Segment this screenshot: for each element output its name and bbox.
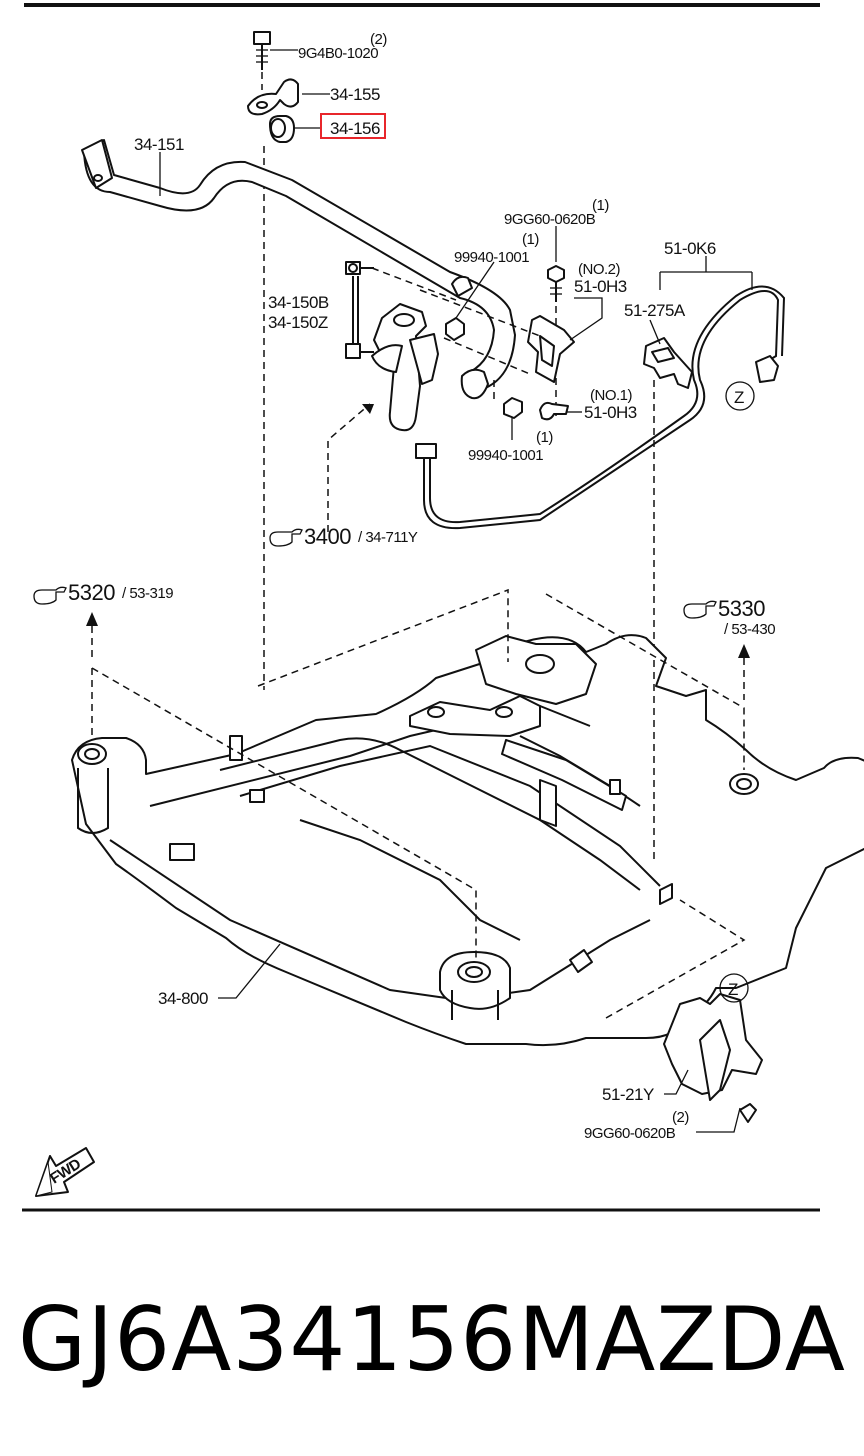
fwd-arrow-icon [35, 1147, 95, 1197]
label-bolt-qty: (2) [370, 31, 387, 48]
nut-bottom [503, 397, 523, 419]
label-bolt3-qty: (2) [672, 1109, 689, 1126]
label-crossmember: 34-800 [158, 989, 208, 1008]
highlight-box [320, 113, 386, 139]
label-bracket-top: 34-155 [330, 85, 380, 104]
hand-pointer-icon-5330 [683, 600, 717, 619]
label-zone-z-bottom: Z [728, 980, 738, 999]
bolt-top [253, 31, 271, 70]
label-nut2: 99940-1001 [468, 447, 543, 464]
height-sensor-bottom [663, 993, 763, 1123]
stabilizer-bar [81, 139, 516, 400]
hand-pointer-icon-5320 [33, 586, 67, 605]
bracket-top [247, 78, 299, 116]
label-link-z: 34-150Z [268, 313, 328, 332]
label-bolt2: 9GG60-0620B [504, 211, 596, 228]
label-nut1: 99940-1001 [454, 249, 529, 266]
label-ref-5330-main: 5330 [718, 596, 765, 621]
label-ref-3400-sub: / 34-711Y [358, 529, 418, 546]
label-sensor-bottom: 51-21Y [602, 1085, 654, 1104]
label-ref-3400-main: 3400 [304, 524, 351, 549]
label-bolt-top: 9G4B0-1020 [298, 45, 378, 62]
label-ref-5320-sub: / 53-319 [122, 585, 173, 602]
label-bushing-highlighted: 34-156 [330, 119, 380, 138]
label-zone-z-top: Z [734, 388, 744, 407]
label-bolt3: 9GG60-0620B [584, 1125, 676, 1142]
label-ref-5320-main: 5320 [68, 580, 115, 605]
front-crossmember [71, 634, 864, 1047]
stabilizer-link [345, 261, 374, 359]
caption-bar: GJ6A34156 MAZDA [0, 1280, 864, 1400]
zone-z-top [725, 381, 755, 411]
label-harness: 51-0K6 [664, 239, 716, 258]
bolt-center [547, 265, 565, 302]
label-stab-bar: 34-151 [134, 135, 184, 154]
parts-diagram: (2) 9G4B0-1020 34-155 34-156 34-151 (1) … [22, 3, 864, 1212]
sensor-bracket-no2 [527, 315, 575, 383]
label-link-b: 34-150B [268, 293, 329, 312]
label-bolt2-qty: (1) [592, 197, 609, 214]
label-sensor-arm: 51-275A [624, 301, 686, 320]
label-nut2-qty: (1) [536, 429, 553, 446]
sensor-bracket-no1 [539, 401, 569, 421]
label-ref-5330-sub: / 53-430 [724, 621, 775, 638]
steering-knuckle [371, 303, 439, 432]
label-nut1-qty: (1) [522, 231, 539, 248]
nut-top [445, 317, 465, 341]
label-sensor-bracket2: 51-0H3 [574, 277, 627, 296]
label-sensor-no2: (NO.2) [578, 261, 621, 278]
zone-z-bottom [719, 973, 749, 1003]
part-number: GJ6A34156 [18, 1288, 518, 1391]
brand-name: MAZDA [518, 1288, 846, 1391]
label-sensor-no1: (NO.1) [590, 387, 633, 404]
wire-harness [415, 285, 786, 530]
label-sensor-bracket1: 51-0H3 [584, 403, 637, 422]
hand-pointer-icon-3400 [269, 528, 303, 547]
bushing-part [269, 115, 295, 143]
sensor-arm [643, 337, 693, 389]
